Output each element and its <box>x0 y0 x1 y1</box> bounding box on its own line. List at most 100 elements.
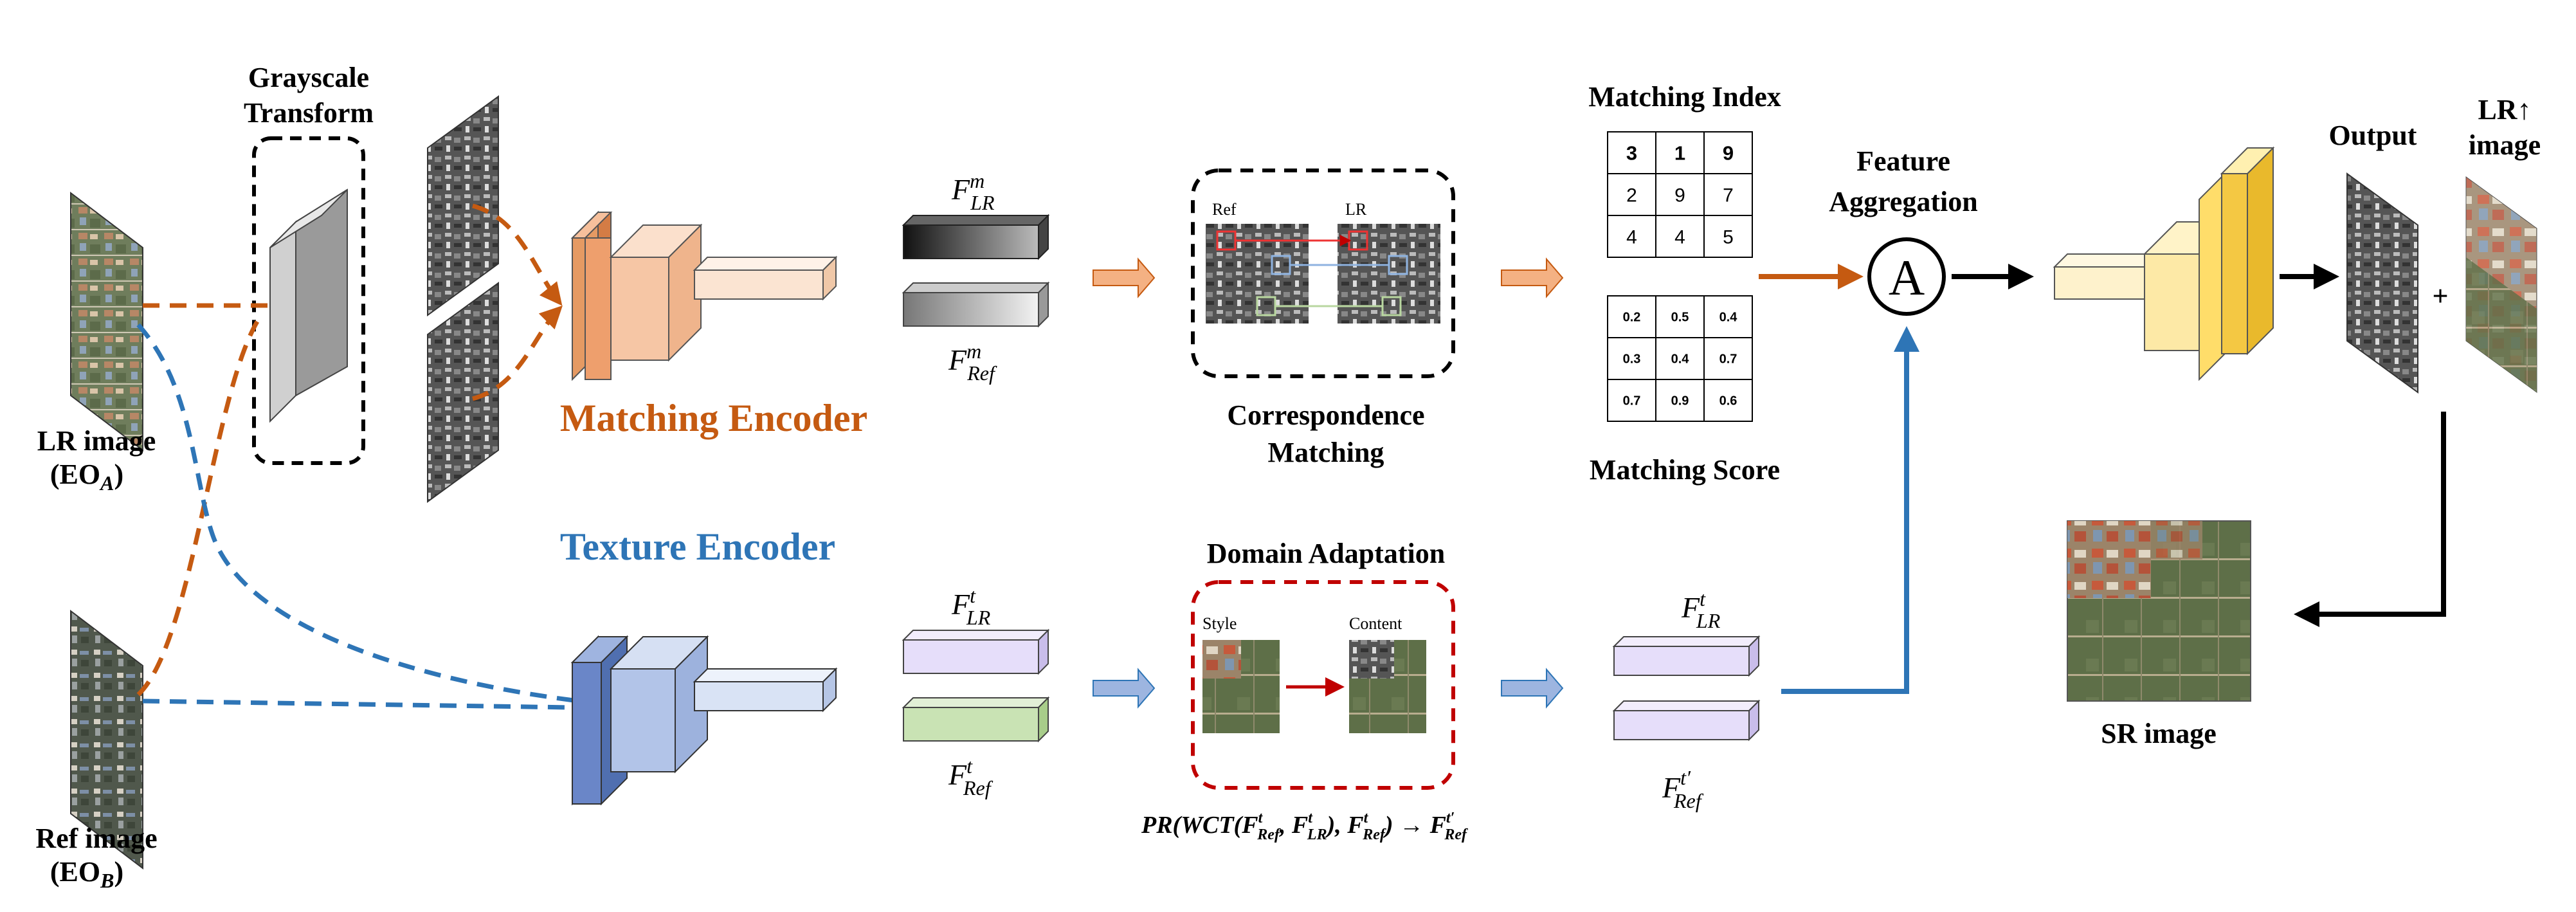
lr-up-label-2: image <box>2469 129 2541 161</box>
domain-adaptation-box <box>1191 580 1455 790</box>
lr-input-image <box>70 191 143 452</box>
feature-bar-t-ref-adapted <box>1612 699 1761 742</box>
aggregation-node <box>1867 237 1946 316</box>
feature-bar-t-lr-out <box>1612 635 1761 677</box>
grayscale-label-2: Transform <box>244 97 374 129</box>
grid-cell-value: 0.9 <box>1671 394 1689 408</box>
grid-cell-value: 0.4 <box>1671 352 1690 367</box>
grid-cell <box>1607 215 1656 258</box>
matching-index-grid: 3 1 9 2 9 7 4 4 5 <box>1607 131 1753 258</box>
correspondence-label-2: Matching <box>1268 437 1384 468</box>
blue-dashed-paths <box>136 323 579 710</box>
texture-to-aggregation-arrow <box>1781 326 1919 694</box>
grid-cell-value: 0.7 <box>1719 352 1737 367</box>
grid-cell <box>1607 131 1656 174</box>
grid-cell <box>1607 295 1656 338</box>
lr-up-image <box>2465 176 2537 393</box>
grid-cell-value: 3 <box>1626 142 1637 165</box>
correspondence-label-1: Correspondence <box>1227 399 1424 431</box>
lr-image-label: LR image <box>37 425 156 457</box>
grid-cell-value: 0.2 <box>1623 311 1641 325</box>
plus-sign: + <box>2432 280 2448 312</box>
output-image <box>2346 172 2418 394</box>
grayscale-label-1: Grayscale <box>248 62 369 93</box>
matching-index-title: Matching Index <box>1588 81 1781 113</box>
grid-cell-value: 7 <box>1723 185 1734 206</box>
ref-input-image <box>70 609 143 870</box>
block-arrow-orange-2 <box>1501 257 1564 298</box>
grid-cell-value: 0.6 <box>1719 394 1737 408</box>
grid-cell <box>1607 337 1656 380</box>
texture-encoder-label: Texture Encoder <box>560 525 835 568</box>
feature-bar-m-lr <box>902 214 1050 260</box>
grid-cell-value: 9 <box>1723 142 1734 165</box>
lr-up-label-1: LR↑ <box>2478 94 2531 125</box>
corr-match-lines <box>1216 230 1408 316</box>
decoder-block <box>2053 146 2275 381</box>
orange-dashed-paths <box>136 203 563 697</box>
feature-aggregation-label-1: Feature <box>1856 145 1950 177</box>
grid-cell-value: 0.5 <box>1671 311 1689 325</box>
matching-encoder-label: Matching Encoder <box>560 397 867 439</box>
matching-score-title: Matching Score <box>1590 454 1780 486</box>
feature-aggregation-label-2: Aggregation <box>1829 186 1977 217</box>
grid-cell <box>1655 295 1705 338</box>
matching-encoder-block <box>570 210 838 381</box>
corr-lr-tag: LR <box>1345 200 1367 219</box>
grid-cell <box>1703 379 1753 422</box>
grid-cell <box>1655 215 1705 258</box>
grid-cell-value: 5 <box>1723 227 1734 248</box>
matching-score-grid: 0.2 0.5 0.4 0.3 0.4 0.7 0.7 0.9 0.6 <box>1607 295 1753 422</box>
grid-cell <box>1607 173 1656 216</box>
grayscale-slab <box>269 188 348 423</box>
svg-text:Ft′Ref: Ft′Ref <box>1662 766 1704 812</box>
grid-cell-value: 9 <box>1674 185 1685 206</box>
sr-image <box>2067 520 2251 702</box>
grid-cell-value: 4 <box>1674 227 1685 248</box>
da-style-tag: Style <box>1202 614 1237 633</box>
grid-cell <box>1655 131 1705 174</box>
aggregation-symbol: A <box>1889 250 1925 306</box>
domain-adaptation-label: Domain Adaptation <box>1207 538 1445 569</box>
output-label: Output <box>2329 120 2417 151</box>
feature-bar-m-ref <box>902 281 1050 328</box>
output-to-sr-arrow <box>2294 412 2446 627</box>
grid-cell <box>1703 131 1753 174</box>
grid-cell-value: 1 <box>1674 142 1685 165</box>
gray-image-lr <box>427 95 499 316</box>
block-arrow-blue-2 <box>1501 668 1564 709</box>
grid-cell-value: 4 <box>1626 227 1637 248</box>
lr-image-sub: (EOA) <box>50 459 123 495</box>
feature-bar-t-lr <box>902 628 1050 675</box>
grayscale-box <box>252 136 365 465</box>
correspondence-box <box>1191 169 1455 378</box>
sr-image-label: SR image <box>2101 718 2217 749</box>
feature-bar-t-ref <box>902 696 1050 743</box>
grid-cell <box>1703 215 1753 258</box>
grid-cell <box>1655 379 1705 422</box>
corr-ref-tag: Ref <box>1212 200 1237 219</box>
block-arrow-orange-1 <box>1093 257 1156 298</box>
da-content-tag: Content <box>1349 614 1402 633</box>
grid-cell <box>1655 173 1705 216</box>
ref-image-label: Ref image <box>35 823 157 854</box>
grid-cell-value: 0.7 <box>1623 394 1641 408</box>
grid-cell <box>1703 295 1753 338</box>
gray-image-ref <box>427 282 499 503</box>
feature-F-Ref-t-prime: Ft′Ref <box>1662 766 1704 812</box>
grid-cell-value: 0.3 <box>1623 352 1641 367</box>
grid-cell-value: 2 <box>1626 185 1637 206</box>
grid-cell-value: 0.4 <box>1719 311 1738 325</box>
